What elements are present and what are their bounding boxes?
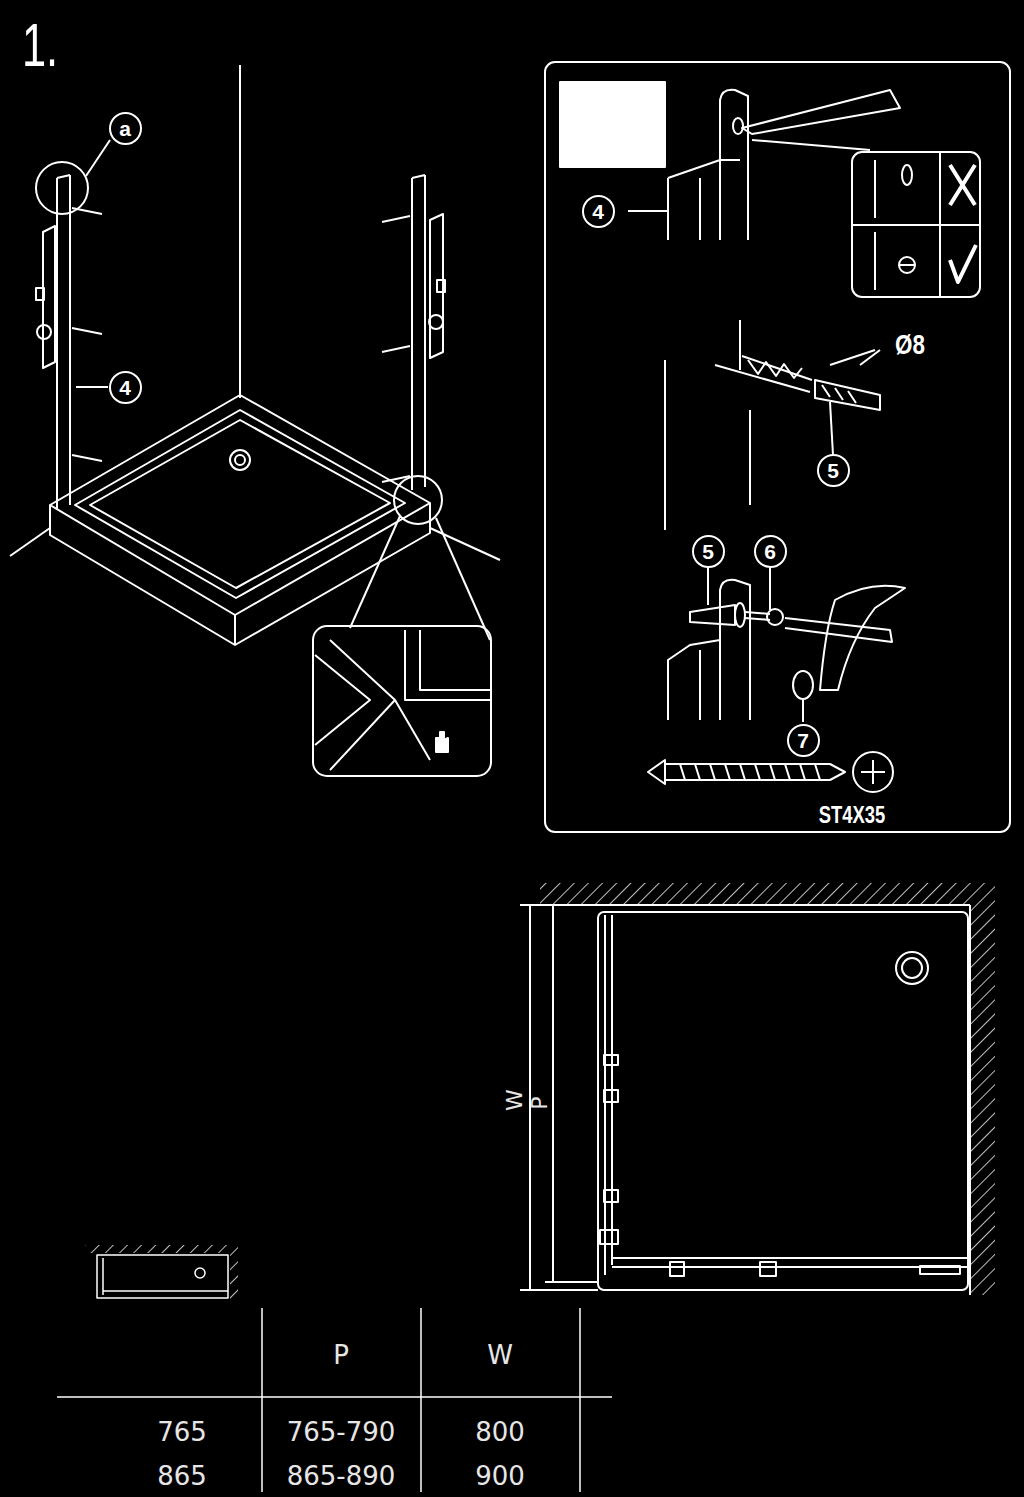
wall-profile	[36, 175, 102, 510]
callout-ring	[818, 455, 849, 486]
table-cell: 765	[157, 1419, 207, 1445]
table-cell: 765-790	[287, 1419, 396, 1445]
callout-number: 5	[827, 460, 839, 481]
leader-line	[76, 386, 108, 388]
callout-number: 5	[702, 541, 714, 562]
step-number: 1.	[22, 14, 58, 76]
dimension-label: P	[529, 1096, 551, 1109]
zoom-detail	[313, 476, 491, 776]
size-table	[57, 1308, 612, 1492]
callout-number: 6	[764, 541, 776, 562]
callout-circle: 5	[692, 535, 725, 568]
plan-view	[520, 883, 995, 1295]
callout-ring	[788, 725, 819, 756]
plan-thumbnail	[85, 1245, 238, 1300]
callout-ring	[693, 536, 724, 567]
shower-tray	[50, 395, 430, 645]
table-header: P	[333, 1342, 349, 1368]
leader-line	[86, 140, 110, 176]
callout-number: 7	[797, 730, 809, 751]
callout-ring	[583, 196, 614, 227]
callout-circle: 4	[582, 195, 615, 228]
table-cell: 865-890	[287, 1463, 396, 1489]
callout-circle: a	[109, 112, 142, 145]
callout-number: a	[119, 118, 131, 139]
table-cell: 800	[475, 1419, 525, 1445]
table-cell: 900	[475, 1463, 525, 1489]
drill-diameter: Ø8	[895, 331, 925, 359]
callout-circle: 4	[109, 371, 142, 404]
table-header: W	[487, 1342, 513, 1368]
inset-panel	[545, 62, 1010, 832]
callout-ring	[755, 536, 786, 567]
callout-ring	[110, 113, 141, 144]
screw-size: ST4X35	[819, 804, 885, 827]
callout-circle: 6	[754, 535, 787, 568]
callout-number: 4	[592, 201, 604, 222]
callout-number: 4	[119, 377, 131, 398]
wall-profile	[382, 175, 445, 490]
callout-circle: 5	[817, 454, 850, 487]
detail-circle	[36, 162, 88, 214]
callout-ring	[110, 372, 141, 403]
callout-circle: 7	[787, 724, 820, 757]
table-cell: 865	[157, 1463, 207, 1489]
dimension-label: W	[504, 1089, 526, 1111]
